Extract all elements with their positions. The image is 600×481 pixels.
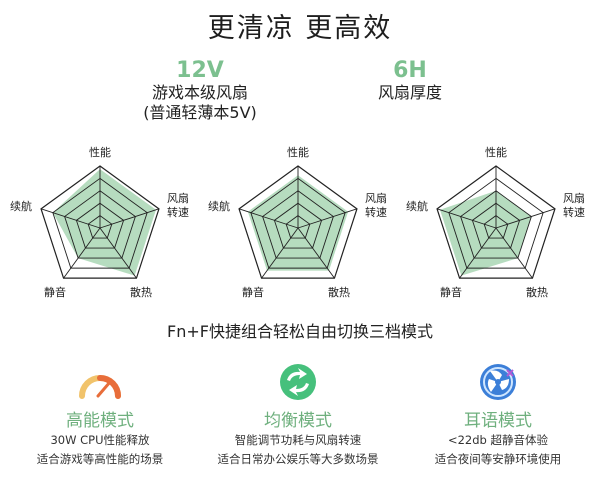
mode-whisper: 耳语模式 <22db 超静音体验 适合夜间等安静环境使用 <box>398 362 598 469</box>
radar-spoke <box>495 208 556 229</box>
page-title: 更清凉 更高效 <box>207 13 393 44</box>
radar-spoke <box>261 227 299 279</box>
radar-axis-label-fan-speed: 风扇 <box>167 192 189 205</box>
radar-grid-ring <box>471 202 521 249</box>
radar-grid-ring <box>238 165 358 279</box>
radar-chart <box>40 165 160 279</box>
radar-spoke <box>63 227 101 279</box>
mode-desc-line2: 适合夜间等安静环境使用 <box>434 452 562 466</box>
radar-axis-label-fan-speed: 风扇 <box>365 192 387 205</box>
radar-axis-label-performance: 性能 <box>287 146 309 159</box>
mode-high-performance: 高能模式 30W CPU性能释放 适合游戏等高性能的场景 <box>0 362 200 469</box>
radar-grid-ring <box>273 202 323 249</box>
radar-axis-label-performance: 性能 <box>89 146 111 159</box>
spec-value: 6H <box>393 58 427 83</box>
radar-axis-label-silence: 静音 <box>440 286 462 299</box>
radar-grid-ring <box>262 190 334 259</box>
radar-chart <box>436 165 556 279</box>
mode-desc-line1: 智能调节功耗与风扇转速 <box>234 433 362 447</box>
spec-fan-voltage: 12V 游戏本级风扇 (普通轻薄本5V) <box>120 58 280 123</box>
radar-spoke <box>99 227 137 279</box>
spec-label-line1: 游戏本级风扇 <box>151 83 248 102</box>
spec-value: 12V <box>176 58 224 83</box>
radar-grid-ring <box>40 165 160 279</box>
radar-grid-ring <box>52 177 148 269</box>
radar-grid-ring <box>75 202 125 249</box>
spec-label-line1: 风扇厚度 <box>377 83 442 102</box>
radar-spoke <box>99 208 160 229</box>
radar-axis-label-battery: 续航 <box>10 200 32 213</box>
radar-axis-label-fan-speed: 风扇 <box>563 192 585 205</box>
speedometer-icon <box>79 375 121 399</box>
balance-cycle-icon <box>280 364 316 400</box>
radar-spoke <box>436 208 497 229</box>
radar-axis-label-cooling: 散热 <box>130 286 152 299</box>
radar-spoke <box>297 227 335 279</box>
radar-axis-label-cooling: 散热 <box>526 286 548 299</box>
radar-spoke <box>459 227 497 279</box>
radar-axis-label-battery: 续航 <box>208 200 230 213</box>
radar-grid-ring <box>87 215 113 239</box>
radar-axis-label-fan-speed: 转速 <box>167 206 189 219</box>
radar-axis-label-silence: 静音 <box>44 286 66 299</box>
radar-axis-label-cooling: 散热 <box>328 286 350 299</box>
mode-desc-line1: 30W CPU性能释放 <box>50 433 150 447</box>
radar-grid-ring <box>285 215 311 239</box>
quiet-fan-icon <box>480 364 516 400</box>
spec-label-line2: (普通轻薄本5V) <box>143 103 257 122</box>
mode-desc-line1: <22db 超静音体验 <box>447 433 549 447</box>
radar-chart <box>238 165 358 279</box>
radar-grid-ring <box>436 165 556 279</box>
mode-switch-tagline: Fn+F快捷组合轻松自由切换三档模式 <box>167 322 433 341</box>
radar-spoke <box>297 208 358 229</box>
spec-fan-thickness: 6H 风扇厚度 <box>340 58 480 103</box>
radar-grid-ring <box>460 190 532 259</box>
radar-data-area <box>439 190 532 276</box>
radar-axis-label-battery: 续航 <box>406 200 428 213</box>
radar-spoke <box>238 208 299 229</box>
mode-name: 耳语模式 <box>464 411 532 431</box>
radar-axis-label-silence: 静音 <box>242 286 264 299</box>
mode-name: 均衡模式 <box>264 411 332 431</box>
mode-desc-line2: 适合游戏等高性能的场景 <box>36 452 164 466</box>
radar-axis-label-fan-speed: 转速 <box>563 206 585 219</box>
radar-spoke <box>40 208 101 229</box>
mode-name: 高能模式 <box>66 411 134 431</box>
radar-axis-label-performance: 性能 <box>485 146 507 159</box>
radar-axis-label-fan-speed: 转速 <box>365 206 387 219</box>
mode-balanced: 均衡模式 智能调节功耗与风扇转速 适合日常办公娱乐等大多数场景 <box>198 362 398 469</box>
radar-grid-ring <box>448 177 544 269</box>
radar-data-area <box>52 169 157 276</box>
radar-grid-ring <box>250 177 346 269</box>
radar-grid-ring <box>483 215 509 239</box>
mode-desc-line2: 适合日常办公娱乐等大多数场景 <box>217 452 379 466</box>
radar-grid-ring <box>64 190 136 259</box>
radar-spoke <box>495 227 533 279</box>
